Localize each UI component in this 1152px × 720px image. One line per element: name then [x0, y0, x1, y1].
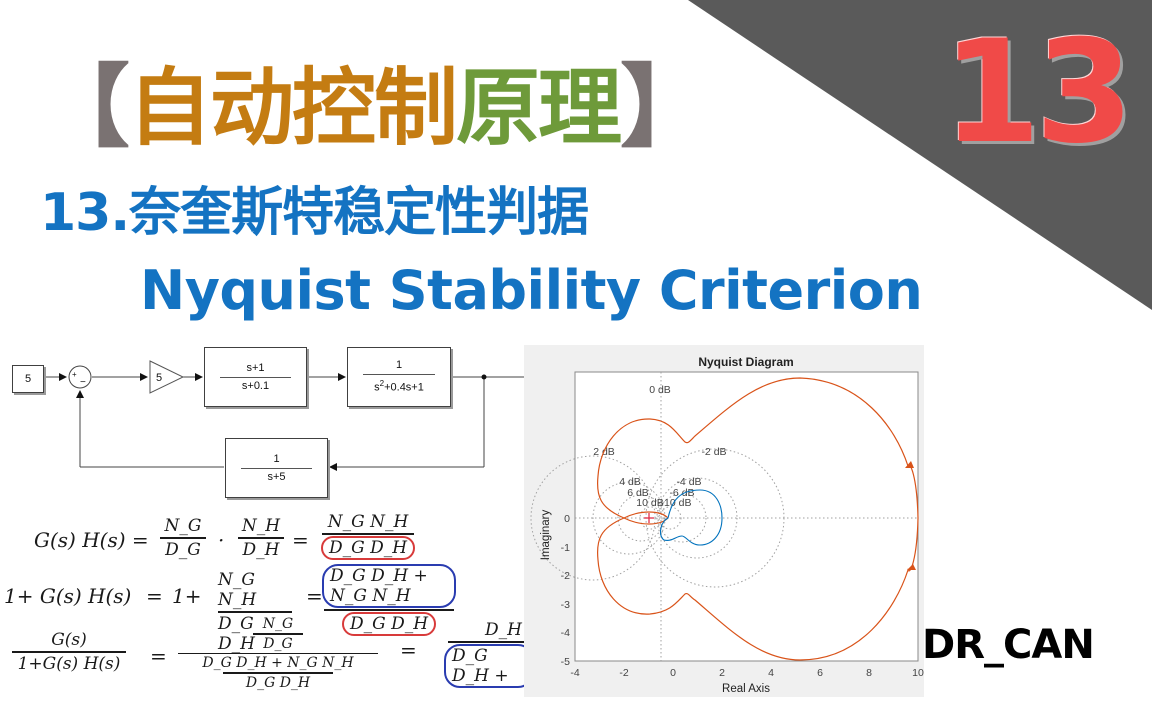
svg-text:-4: -4: [570, 667, 579, 679]
db-label-minus6: -6 dB: [669, 487, 694, 499]
constant-value: 5: [24, 373, 32, 385]
eq3-compound-frac: N_G D_G D_G D_H + N_G N_H D_G D_H: [178, 616, 378, 691]
open-loop-curve: [596, 377, 919, 661]
eq3-equals-2: =: [400, 638, 417, 662]
feedback-denominator: s+5: [267, 470, 286, 483]
db-label-minus4: -4 dB: [676, 476, 701, 488]
db-label-6: 6 dB: [627, 487, 649, 499]
series-title-part1: 自动控制: [128, 59, 458, 157]
svg-text:0: 0: [670, 667, 676, 679]
svg-text:-3: -3: [561, 599, 570, 611]
nyquist-figure: Nyquist Diagram 0 dB 2 dB -2 dB 4 dB -: [524, 345, 924, 697]
y-axis-label: Imaginary: [540, 510, 552, 561]
y-tick-labels: 0 -1 -2 -3 -4 -5: [561, 513, 571, 668]
db-label-0: 0 dB: [649, 384, 671, 396]
bracket-left: 【: [40, 55, 130, 160]
bracket-right: 】: [620, 55, 710, 160]
eq1-equals: =: [292, 528, 309, 552]
db-label-minus10: -10 dB: [661, 497, 692, 509]
eq2-equals-1: =: [146, 584, 163, 608]
svg-text:-4: -4: [561, 627, 570, 639]
chart-title: Nyquist Diagram: [698, 355, 793, 369]
plot-area: [574, 371, 919, 662]
eq1-dot: ·: [218, 528, 225, 552]
svg-text:-2: -2: [561, 570, 570, 582]
block-diagram: + − 5 5 s+1 s+0.1 1 s2+0.4s+1 1 s+5: [0, 335, 580, 505]
gain-triangle: [149, 360, 185, 394]
svg-text:-1: -1: [561, 542, 570, 554]
plant-denominator: s2+0.4s+1: [374, 379, 424, 394]
svg-text:6: 6: [817, 667, 823, 679]
db-label-10: 10 dB: [636, 497, 663, 509]
svg-text:−: −: [80, 377, 86, 388]
x-tick-labels: -4 -2 0 2 4 6 8 10: [570, 667, 924, 679]
svg-text:5: 5: [156, 372, 162, 384]
plant-numerator: 1: [395, 359, 403, 372]
controller-denominator: s+0.1: [241, 379, 270, 392]
signal-lines: + − 5: [43, 360, 541, 471]
controller-block[interactable]: s+1 s+0.1: [204, 347, 307, 407]
series-title-part2: 原理: [456, 59, 622, 157]
controller-numerator: s+1: [246, 361, 265, 374]
svg-text:0: 0: [564, 513, 570, 525]
episode-number: 13: [942, 10, 1134, 175]
eq3-lhs: G(s)1+G(s) H(s): [12, 630, 126, 674]
svg-text:-5: -5: [561, 656, 570, 668]
eq2-equals-2: =: [306, 584, 323, 608]
closed-loop-curve: [659, 489, 723, 546]
svg-text:10: 10: [912, 667, 924, 679]
db-label-4: 4 dB: [619, 476, 641, 488]
svg-text:4: 4: [768, 667, 774, 679]
nyquist-plot[interactable]: Nyquist Diagram 0 dB 2 dB -2 dB 4 dB -: [524, 345, 924, 697]
critical-point-marker: [644, 513, 654, 523]
db-label-minus2: -2 dB: [701, 446, 726, 458]
x-axis-label: Real Axis: [722, 683, 770, 695]
constant-source-block[interactable]: 5: [12, 365, 44, 393]
svg-text:2: 2: [719, 667, 725, 679]
sum-junction: [68, 365, 92, 389]
plant-block[interactable]: 1 s2+0.4s+1: [347, 347, 451, 407]
feedback-block[interactable]: 1 s+5: [225, 438, 328, 498]
subtitle-chinese: 13.奈奎斯特稳定性判据: [40, 183, 589, 243]
series-title: 【 自动控制 原理 】: [40, 55, 710, 160]
eq2-lhs: 1+ G(s) H(s): [4, 584, 132, 608]
feedback-numerator: 1: [273, 452, 280, 465]
svg-text:-2: -2: [619, 667, 628, 679]
subtitle-english: Nyquist Stability Criterion: [140, 259, 923, 322]
svg-text:+: +: [72, 370, 77, 379]
svg-text:8: 8: [866, 667, 872, 679]
brand-watermark: DR_CAN: [922, 622, 1095, 668]
eq2-one-plus: 1+: [172, 584, 202, 608]
eq1-lhs: G(s) H(s) =: [34, 528, 149, 552]
eq3-equals-1: =: [150, 644, 167, 668]
